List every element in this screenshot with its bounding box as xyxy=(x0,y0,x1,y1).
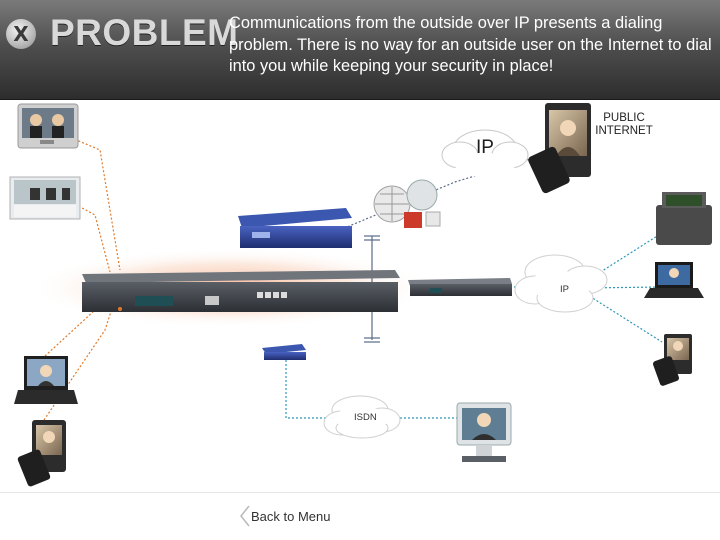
ip-label-top: IP xyxy=(476,137,494,158)
left-videophone[interactable] xyxy=(17,420,66,487)
page-title: PROBLEM xyxy=(50,12,239,53)
public-internet-label: PUBLIC INTERNET xyxy=(595,112,653,137)
isdn-endpoint[interactable] xyxy=(456,402,512,462)
boardroom-endpoint[interactable] xyxy=(9,176,81,220)
ip-cloud-top xyxy=(441,129,529,177)
public-internet-videophone[interactable] xyxy=(527,103,591,194)
remote-videophone[interactable] xyxy=(652,334,692,387)
link-isdn-to-endpoint xyxy=(285,360,460,419)
blue-firewall-device[interactable] xyxy=(238,208,352,248)
gateway-device[interactable] xyxy=(408,278,512,296)
conference-room-endpoint[interactable] xyxy=(17,103,79,149)
network-diagram xyxy=(9,103,712,487)
ip-label-cloud: IP xyxy=(560,284,569,295)
main-appliance[interactable] xyxy=(82,270,400,312)
link-cloud-to-remote-phone xyxy=(582,291,663,343)
field-unit-case[interactable] xyxy=(656,192,712,245)
problem-description: Communications from the outside over IP … xyxy=(229,14,712,75)
back-to-menu-label: Back to Menu xyxy=(251,508,331,524)
separator-caps xyxy=(364,235,380,343)
isdn-cloud xyxy=(323,395,401,439)
ip-cloud-bottom xyxy=(514,254,608,313)
header-banner: X PROBLEM Communications from the outsid… xyxy=(0,0,720,100)
link-conference-room-to-appliance xyxy=(59,132,121,271)
security-icons xyxy=(373,179,441,228)
footer-divider xyxy=(0,492,720,493)
remote-laptop[interactable] xyxy=(644,262,704,298)
isdn-device[interactable] xyxy=(262,344,306,360)
back-to-menu-button[interactable]: Back to Menu xyxy=(240,505,331,527)
x-logo-icon: X xyxy=(6,19,36,49)
chevron-left-icon xyxy=(240,505,250,527)
isdn-label: ISDN xyxy=(354,412,377,423)
left-laptop[interactable] xyxy=(14,356,78,404)
